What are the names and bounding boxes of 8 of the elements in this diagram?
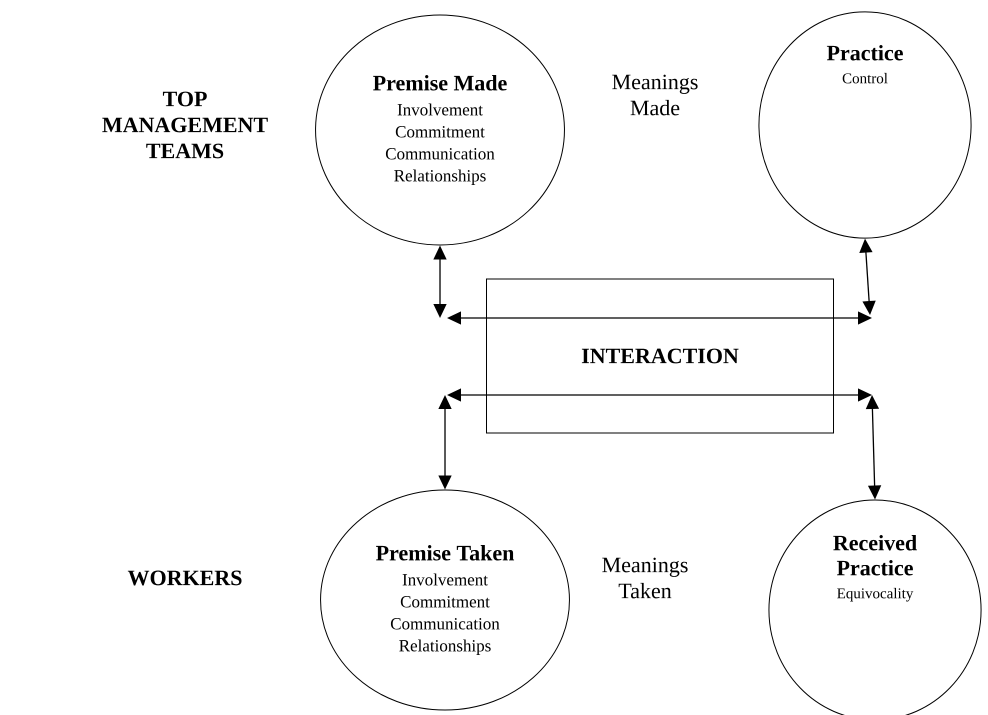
circle-node: Practice Control (758, 11, 972, 239)
row-label: Meanings Taken (602, 558, 688, 598)
row-label: TOP MANAGEMENT TEAMS (102, 92, 268, 158)
circle-node: Premise Taken Involvement Commitment Communication Relationships (320, 490, 570, 710)
process-box: INTERACTION (486, 278, 834, 434)
row-label: Meanings Made (612, 74, 698, 116)
row-label: WORKERS (128, 570, 242, 586)
circle-node: Premise Made Involvement Commitment Communication Relationships (315, 14, 565, 246)
